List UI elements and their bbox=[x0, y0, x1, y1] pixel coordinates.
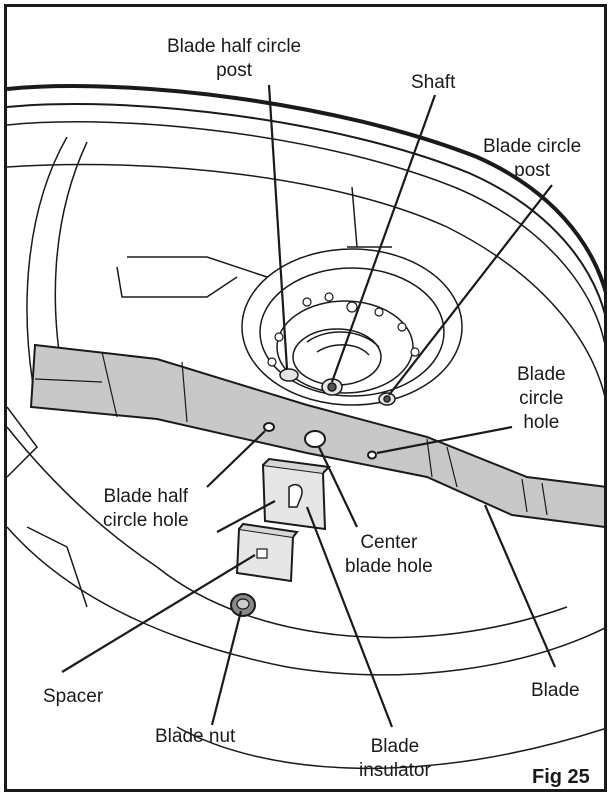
blade-nut bbox=[230, 593, 256, 617]
label-shaft: Shaft bbox=[411, 72, 456, 93]
label-blade-half-circle-post: Blade half circle post bbox=[167, 36, 302, 81]
spindle-housing bbox=[241, 248, 463, 406]
label-blade-circle-hole: Blade circle hole bbox=[517, 364, 566, 433]
label-blade-nut: Blade nut bbox=[155, 726, 236, 747]
posts-and-shaft bbox=[279, 368, 396, 406]
deck-outline bbox=[7, 84, 604, 769]
label-blade-insulator: Blade insulator bbox=[359, 736, 431, 781]
label-blade-half-circle-hole: Blade half circle hole bbox=[103, 486, 189, 531]
leader-lines bbox=[61, 84, 557, 728]
spacer bbox=[235, 522, 299, 583]
label-blade-circle-post: Blade circle post bbox=[483, 136, 582, 181]
label-blade: Blade bbox=[531, 680, 580, 701]
bolt-holes bbox=[267, 292, 420, 367]
figure-frame: Blade half circle post Shaft Blade circl… bbox=[4, 4, 607, 792]
label-center-blade-hole: Center blade hole bbox=[345, 532, 433, 577]
blade-insulator bbox=[261, 457, 332, 531]
blade bbox=[29, 343, 604, 528]
figure-label: Fig 25 bbox=[532, 766, 590, 788]
mower-deck-illustration bbox=[7, 84, 604, 769]
label-spacer: Spacer bbox=[43, 686, 104, 707]
